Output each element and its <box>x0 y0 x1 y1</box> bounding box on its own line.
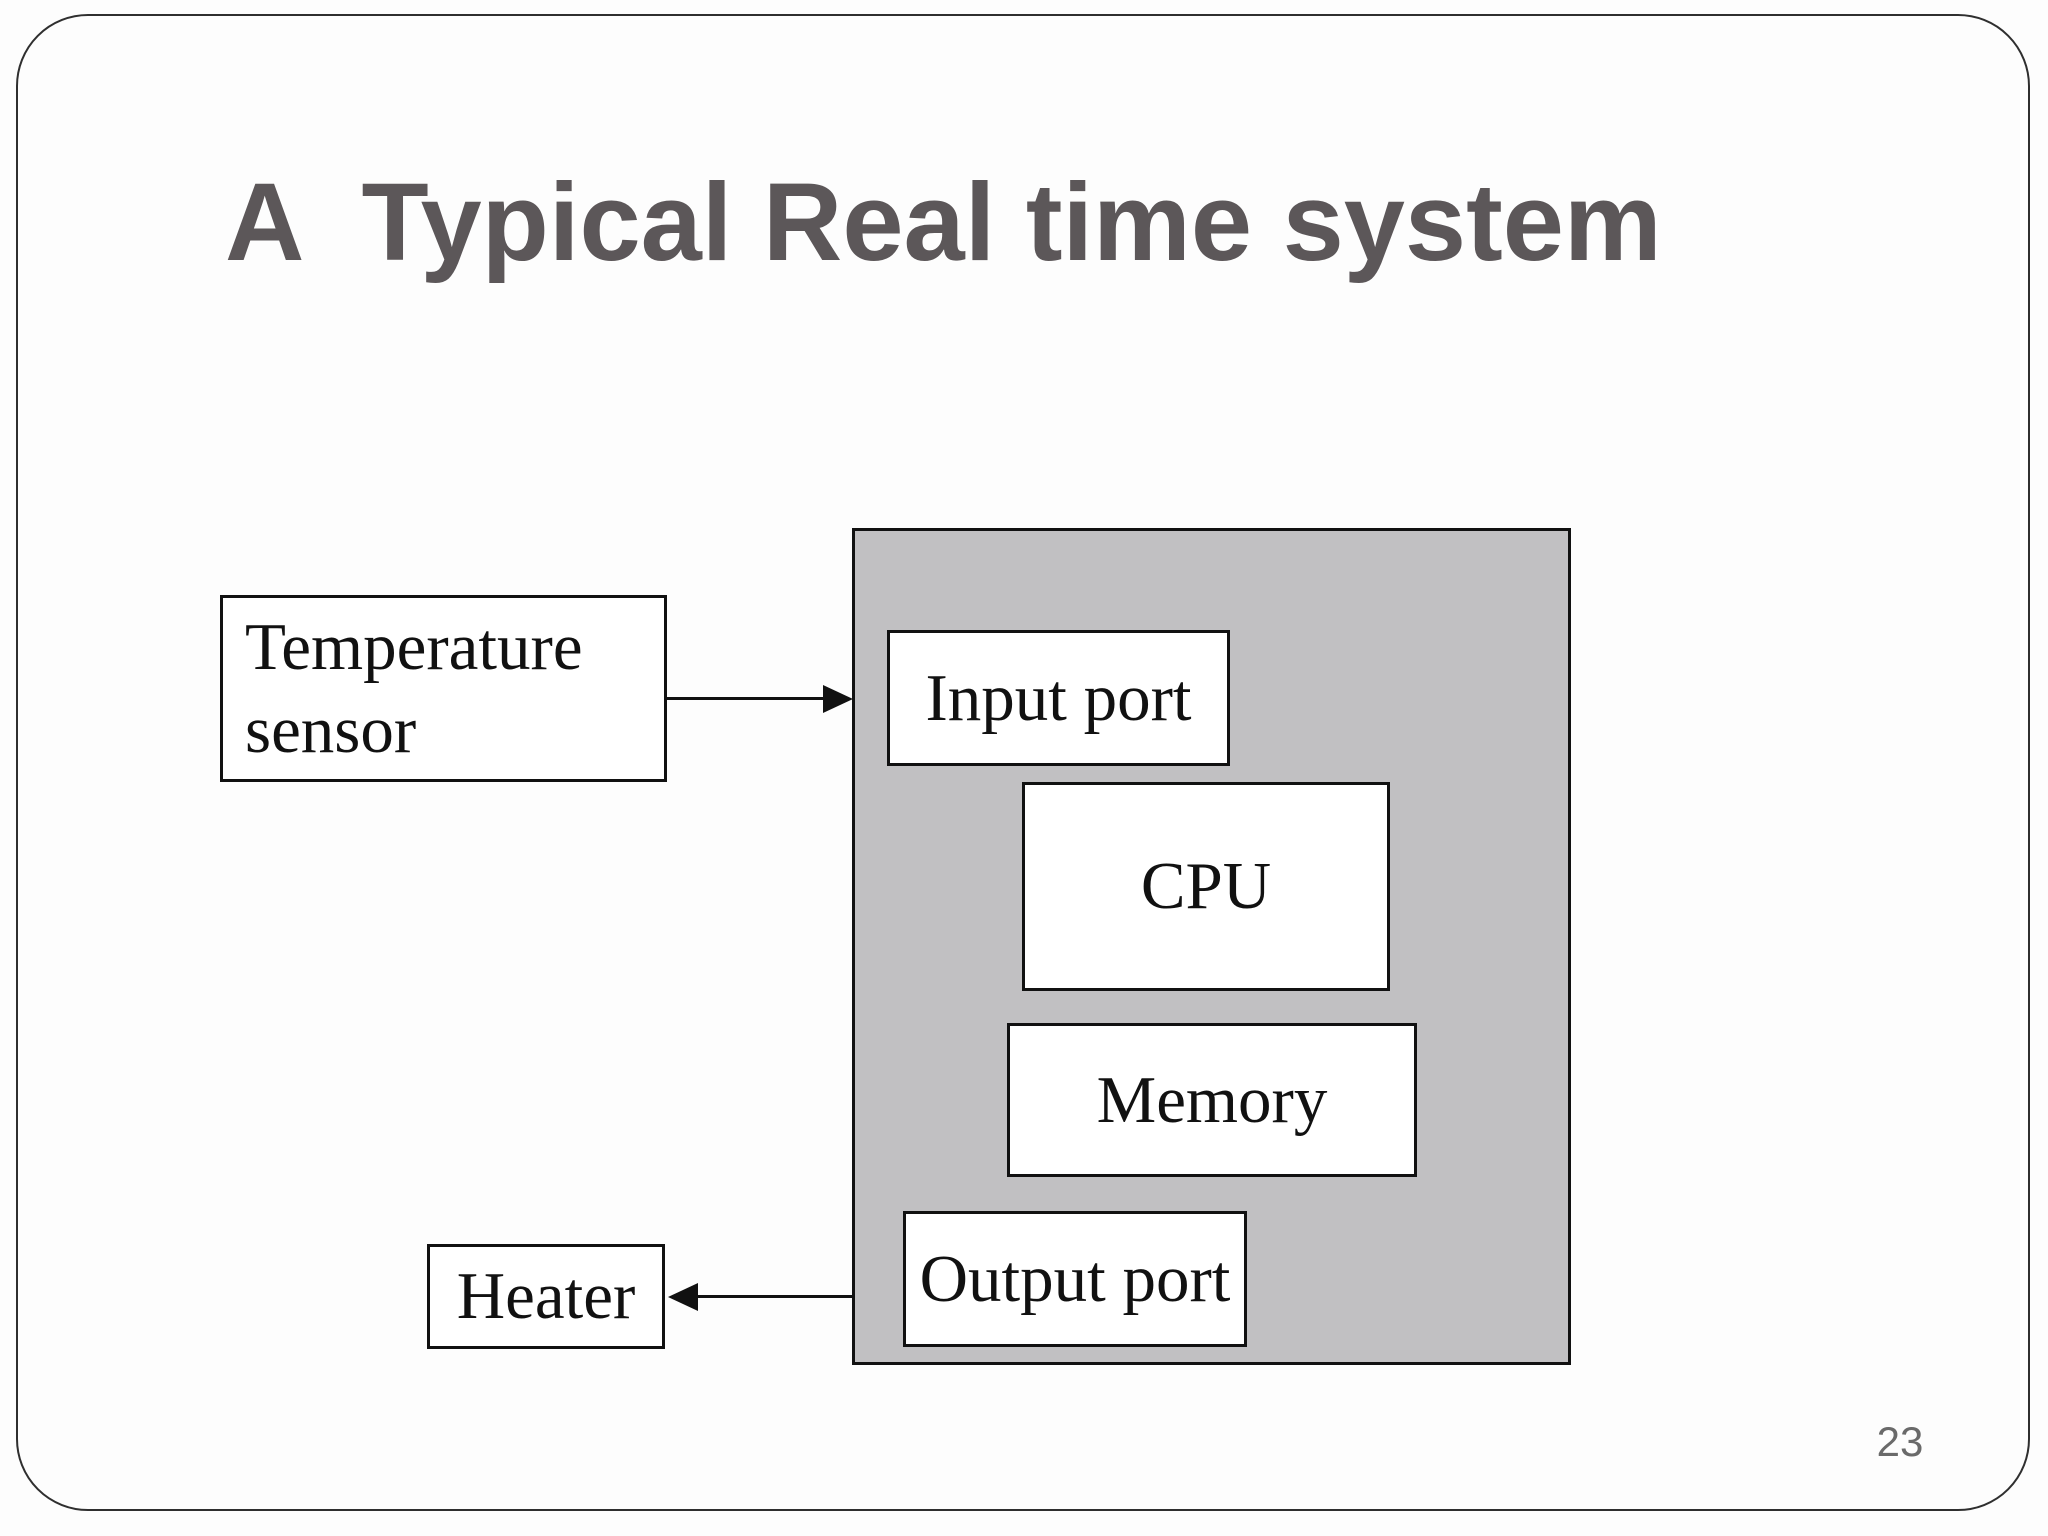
heater-box: Heater <box>427 1244 665 1349</box>
output-port-box: Output port <box>903 1211 1247 1347</box>
page-number: 23 <box>1876 1418 1924 1465</box>
output-to-heater-arrow-line <box>696 1295 855 1298</box>
sensor-to-input-arrowhead-icon <box>823 685 853 713</box>
output-to-heater-arrowhead-icon <box>668 1283 698 1311</box>
input-port-box: Input port <box>887 630 1230 766</box>
memory-box: Memory <box>1007 1023 1417 1177</box>
temperature-sensor-box: Temperature sensor <box>220 595 667 782</box>
sensor-to-input-arrow-line <box>667 697 825 700</box>
cpu-box: CPU <box>1022 782 1390 991</box>
slide-title: A Typical Real time system <box>225 161 1662 284</box>
